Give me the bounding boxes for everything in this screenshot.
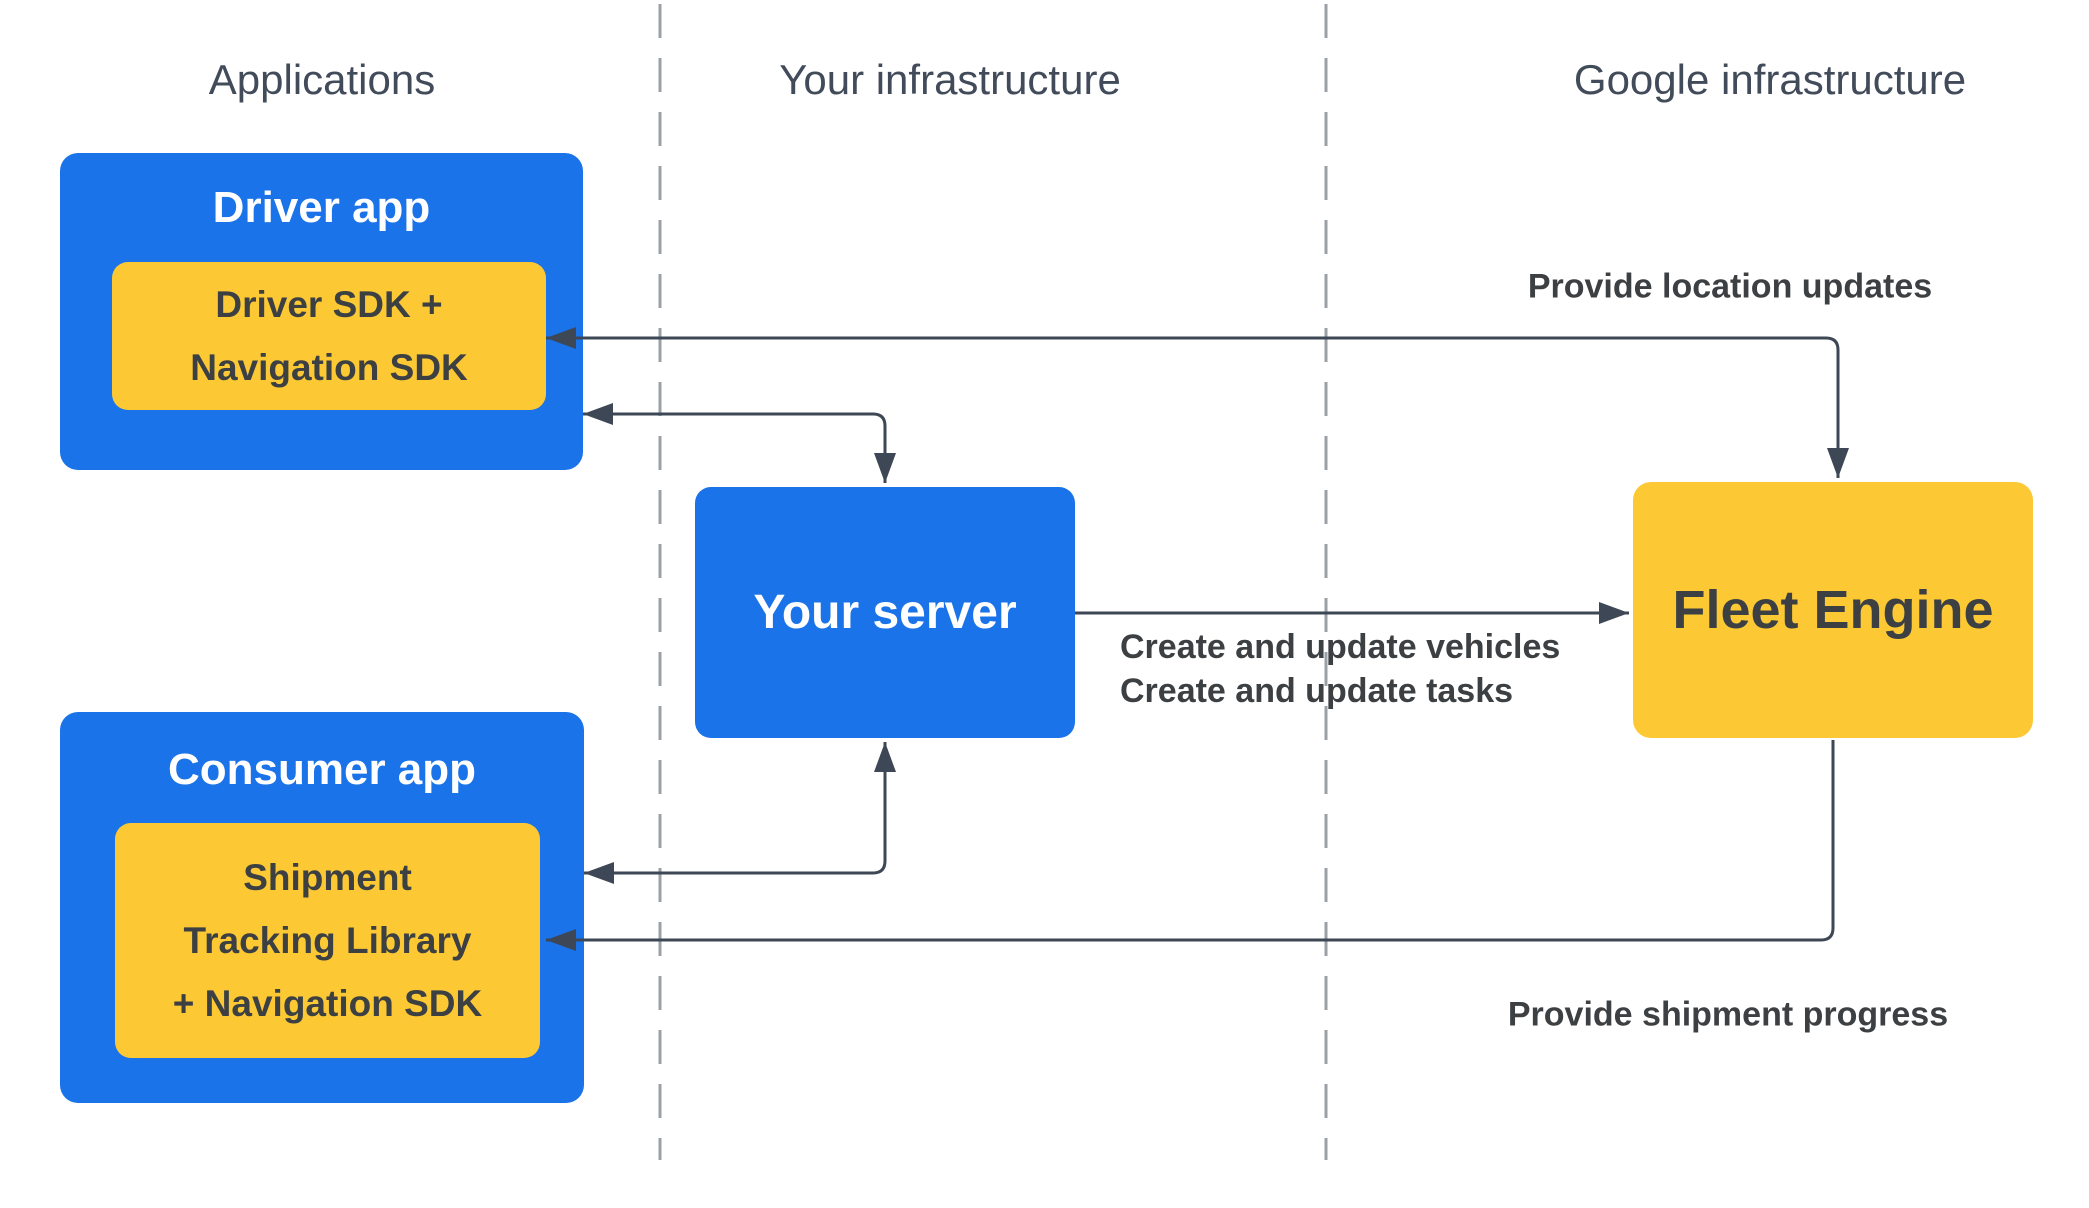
- shipment-tracking-library-label: Shipment Tracking Library + Navigation S…: [172, 857, 483, 1024]
- column-header-your-infrastructure: Your infrastructure: [779, 56, 1121, 103]
- column-header-applications: Applications: [208, 56, 436, 103]
- your-server-node: Your server: [695, 487, 1075, 738]
- arrow-provide-shipment-progress: [546, 740, 1835, 951]
- edge-label-provide-location-updates: Provide location updates: [1527, 267, 1933, 306]
- shipment-tracking-library-node: Shipment Tracking Library + Navigation S…: [115, 823, 540, 1058]
- driver-app-title: Driver app: [212, 183, 431, 232]
- fleet-engine-node: Fleet Engine: [1633, 482, 2033, 738]
- edge-label-create-update-tasks: Create and update tasks: [1120, 672, 1514, 710]
- arrow-driver-app-your-server: [583, 403, 896, 483]
- driver-app-node: Driver app Driver SDK + Navigation SDK: [60, 153, 583, 470]
- driver-sdk-label: Driver SDK + Navigation SDK: [190, 284, 468, 388]
- consumer-app-title: Consumer app: [167, 745, 477, 794]
- arrow-provide-location-updates: [546, 327, 1849, 478]
- fleet-engine-title: Fleet Engine: [1672, 580, 1994, 640]
- edge-label-create-update: Create and update vehicles Create and up…: [1120, 625, 1560, 713]
- column-header-google-infrastructure: Google infrastructure: [1573, 56, 1967, 103]
- consumer-app-node: Consumer app Shipment Tracking Library +…: [60, 712, 584, 1103]
- driver-sdk-node: Driver SDK + Navigation SDK: [112, 262, 546, 410]
- arrow-consumer-app-your-server: [584, 742, 896, 884]
- edge-label-create-update-vehicles: Create and update vehicles: [1120, 628, 1561, 666]
- your-server-title: Your server: [753, 586, 1017, 639]
- edge-label-provide-shipment-progress: Provide shipment progress: [1507, 995, 1949, 1034]
